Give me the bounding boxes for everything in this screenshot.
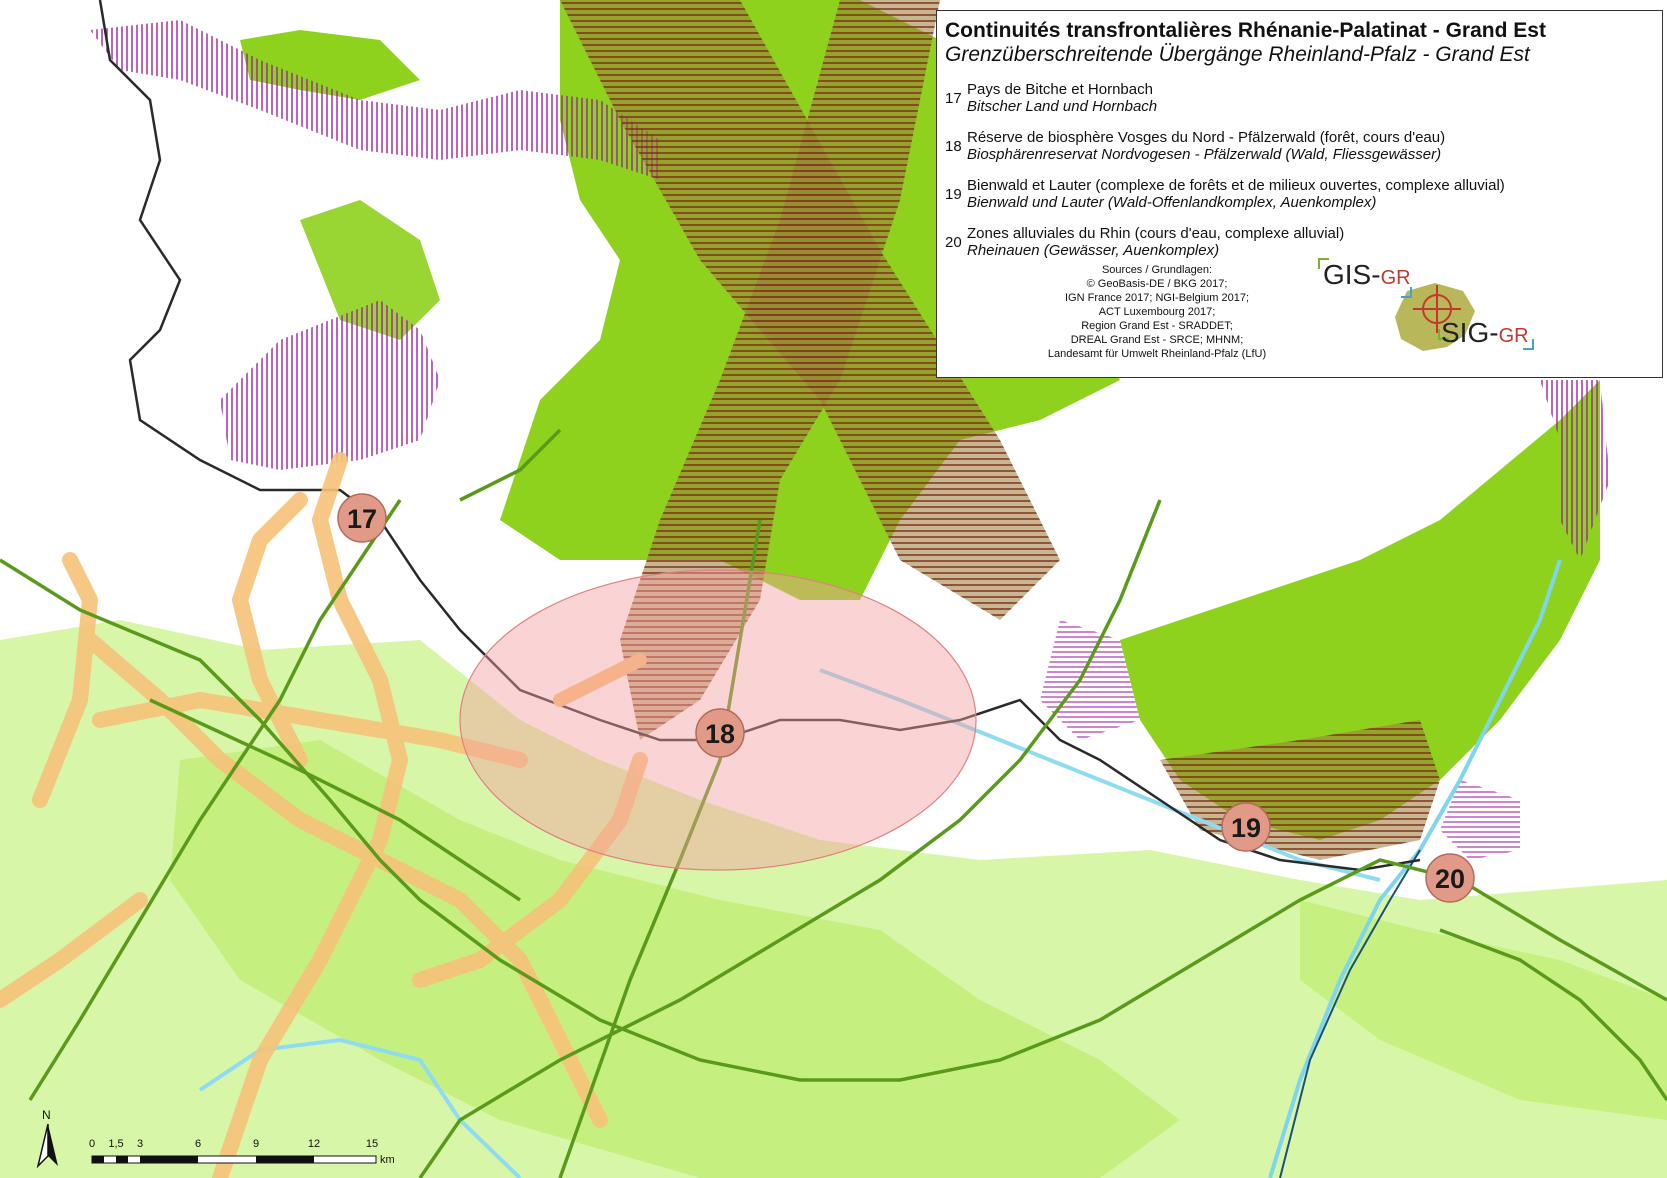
legend-entry-number: 19 bbox=[945, 185, 962, 203]
marker-18[interactable]: 18 bbox=[695, 708, 745, 758]
marker-17[interactable]: 17 bbox=[337, 493, 387, 543]
national-border bbox=[98, 0, 1421, 872]
scale-tick: 9 bbox=[252, 1138, 260, 1150]
light-green-area-2 bbox=[170, 740, 1180, 1178]
marker-19[interactable]: 19 bbox=[1221, 802, 1271, 852]
logo-gis-suffix: GR bbox=[1380, 267, 1411, 289]
purple-corridor-rhine bbox=[1440, 780, 1520, 860]
marker-17-label: 17 bbox=[347, 504, 377, 534]
marker-20-circle bbox=[1425, 853, 1475, 903]
marker-18-label: 18 bbox=[705, 719, 735, 749]
south-river bbox=[198, 1037, 522, 1178]
sources-line: ACT Luxembourg 2017; bbox=[1098, 306, 1216, 318]
logo-sig-text: SIG-GR bbox=[1441, 317, 1529, 349]
legend-entry-de: Bitscher Land und Hornbach bbox=[967, 98, 1158, 115]
scale-bar-graphic bbox=[91, 1155, 377, 1164]
marker-19-circle bbox=[1221, 802, 1271, 852]
sources-line: Region Grand Est - SRADDET; bbox=[1081, 320, 1233, 332]
rhine-channel bbox=[1279, 849, 1421, 1178]
purple-corridor-mid bbox=[220, 300, 440, 470]
legend-entry-17: 17 Pays de Bitche et Hornbach Bitscher L… bbox=[945, 81, 1654, 115]
north-label: N bbox=[42, 1108, 51, 1122]
legend-entry-fr: Réserve de biosphère Vosges du Nord - Pf… bbox=[967, 129, 1446, 146]
legend-entry-fr: Pays de Bitche et Hornbach bbox=[967, 81, 1153, 98]
logo-sig-suffix: GR bbox=[1498, 325, 1529, 347]
purple-corridor-north bbox=[90, 20, 660, 180]
north-arrow-icon bbox=[36, 1123, 58, 1168]
marker-19-label: 19 bbox=[1231, 813, 1261, 843]
scale-tick: 15 bbox=[365, 1138, 379, 1150]
legend-entry-number: 17 bbox=[945, 89, 962, 107]
logo-graphic bbox=[1318, 258, 1534, 351]
scale-tick: 1,5 bbox=[108, 1138, 124, 1150]
legend-entry-18: 18 Réserve de biosphère Vosges du Nord -… bbox=[945, 129, 1654, 163]
scale-bar: N 0 1,5 3 6 9 12 15 km bbox=[34, 1108, 395, 1172]
logo-gis-text: GIS-GR bbox=[1323, 259, 1411, 291]
marker-18-circle bbox=[695, 708, 745, 758]
green-lines bbox=[0, 428, 1667, 1178]
legend-entries: 17 Pays de Bitche et Hornbach Bitscher L… bbox=[945, 81, 1654, 259]
legend-entry-20: 20 Zones alluviales du Rhin (cours d'eau… bbox=[945, 225, 1654, 259]
legend-entry-number: 18 bbox=[945, 137, 962, 155]
sources-line: Landesamt für Umwelt Rheinland-Pfalz (Lf… bbox=[1047, 348, 1267, 360]
forest-area-east bbox=[1120, 380, 1600, 840]
logo-gis-prefix: GIS- bbox=[1323, 259, 1381, 290]
legend-entry-19: 19 Bienwald et Lauter (complexe de forêt… bbox=[945, 177, 1654, 211]
marker-20[interactable]: 20 bbox=[1425, 853, 1475, 903]
legend-entry-fr: Bienwald et Lauter (complexe de forêts e… bbox=[967, 177, 1505, 194]
north-arrow: N bbox=[34, 1108, 62, 1168]
marker-20-label: 20 bbox=[1435, 864, 1465, 894]
forest-area-mid bbox=[300, 200, 440, 340]
legend-panel: Continuités transfrontalières Rhénanie-P… bbox=[936, 10, 1663, 378]
legend-entry-fr: Zones alluviales du Rhin (cours d'eau, c… bbox=[967, 225, 1345, 242]
legend-entry-de: Bienwald und Lauter (Wald-Offenlandkompl… bbox=[967, 194, 1377, 211]
gis-gr-logo: GIS-GR SIG-GR bbox=[1315, 255, 1545, 375]
legend-entry-de: Rheinauen (Gewässer, Auenkomplex) bbox=[967, 242, 1220, 259]
sources-text: Sources / Grundlagen: © GeoBasis-DE / BK… bbox=[1027, 263, 1287, 361]
scale-tick: 3 bbox=[136, 1138, 144, 1150]
legend-entry-number: 20 bbox=[945, 233, 962, 251]
purple-corridor-lauter bbox=[1040, 620, 1140, 740]
sources-line: Sources / Grundlagen: bbox=[1101, 264, 1213, 276]
legend-entry-de: Biosphärenreservat Nordvogesen - Pfälzer… bbox=[967, 146, 1442, 163]
lauter-river bbox=[819, 668, 1381, 882]
legend-title-fr: Continuités transfrontalières Rhénanie-P… bbox=[945, 19, 1546, 42]
scale-tick: 6 bbox=[194, 1138, 202, 1150]
brown-corridor-b bbox=[620, 0, 940, 740]
scale-unit: km bbox=[380, 1154, 395, 1166]
purple-corridor-east bbox=[1540, 380, 1610, 560]
scale-tick: 0 bbox=[88, 1138, 96, 1150]
sources-line: DREAL Grand Est - SRCE; MHNM; bbox=[1070, 334, 1244, 346]
marker-17-circle bbox=[337, 493, 387, 543]
scale-tick: 12 bbox=[307, 1138, 321, 1150]
light-green-area-3 bbox=[1300, 900, 1667, 1120]
legend-title-de: Grenzüberschreitende Übergänge Rheinland… bbox=[945, 43, 1530, 66]
sources-line: IGN France 2017; NGI-Belgium 2017; bbox=[1064, 292, 1250, 304]
logo-sig-prefix: SIG- bbox=[1441, 317, 1499, 348]
orange-road-18 bbox=[553, 653, 647, 707]
sources-line: © GeoBasis-DE / BKG 2017; bbox=[1086, 278, 1228, 290]
